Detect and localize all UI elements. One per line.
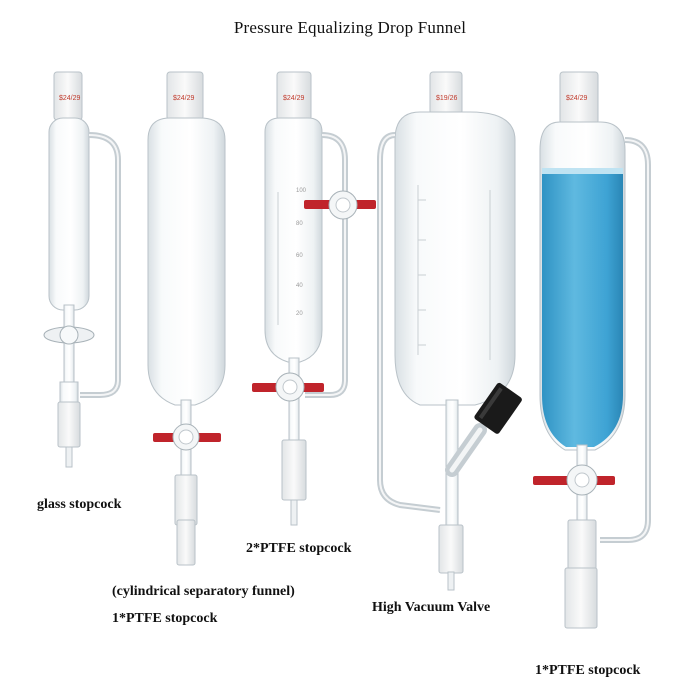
- graduation-label: 100: [296, 188, 307, 194]
- caption-1-ptfe-stopcock: 1*PTFE stopcock: [112, 611, 218, 626]
- graduation-scale: [417, 185, 491, 360]
- ground-joint-bottom: [57, 401, 81, 448]
- ground-joint-bottom: [438, 524, 464, 574]
- ground-joint-bottom: [174, 474, 198, 526]
- joint-label-top: $24/29: [59, 95, 81, 102]
- funnel-glass-stopcock: $24/29: [43, 71, 121, 468]
- blue-liquid: [542, 170, 623, 447]
- joint-label-top: $24/29: [173, 95, 195, 102]
- funnel-body: [147, 117, 226, 406]
- caption-1-ptfe-stopcock-liquid: 1*PTFE stopcock: [535, 663, 641, 678]
- caption-glass-stopcock: glass stopcock: [37, 497, 122, 512]
- funnel-cylindrical-separatory: $24/29: [147, 71, 226, 566]
- graduation-label: 20: [296, 311, 303, 317]
- funnel-2-ptfe-stopcock: $24/29 100 80 60 40 20: [252, 71, 376, 526]
- caption-cylindrical-separatory-funnel: (cylindrical separatory funnel): [112, 584, 295, 599]
- graduation-scale: 100 80 60 40 20: [277, 188, 307, 325]
- ground-joint-bottom: [567, 519, 597, 571]
- joint-label-top: $24/29: [566, 95, 588, 102]
- ground-joint-top: [429, 71, 463, 115]
- graduation-label: 80: [296, 221, 303, 227]
- funnel-body: [264, 117, 323, 363]
- page-title: Pressure Equalizing Drop Funnel: [233, 18, 467, 37]
- ground-joint-bottom: [281, 439, 307, 501]
- graduation-label: 40: [296, 283, 303, 289]
- graduation-label: 60: [296, 253, 303, 259]
- joint-label-top: $19/26: [436, 95, 458, 102]
- high-vacuum-valve-knob: [474, 382, 522, 434]
- funnel-body: [394, 111, 516, 406]
- funnel-1-ptfe-stopcock-liquid: $24/29: [533, 71, 651, 629]
- funnel-high-vacuum-valve: $19/26: [377, 71, 522, 591]
- caption-2-ptfe-stopcock: 2*PTFE stopcock: [246, 541, 352, 556]
- joint-label-top: $24/29: [283, 95, 305, 102]
- funnel-body: [48, 117, 90, 311]
- caption-high-vacuum-valve: High Vacuum Valve: [372, 600, 491, 615]
